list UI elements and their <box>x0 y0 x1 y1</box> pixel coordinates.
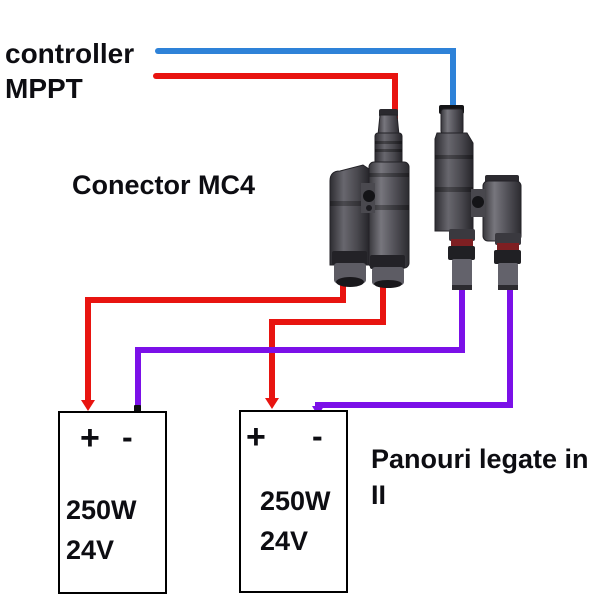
wire-red-panel2-vertical <box>269 319 275 400</box>
wire-red-panel1-horizontal <box>85 297 346 303</box>
wire-purple-panel1-vertical <box>135 347 141 409</box>
parallel-panels-note: Panouri legate in II <box>371 444 589 510</box>
wire-purple-panel2-leg <box>507 287 513 408</box>
mc4-y-connector-left-icon <box>329 109 410 288</box>
controller-label-line1: controller <box>5 38 135 69</box>
wire-controller-red-horizontal <box>153 73 397 79</box>
wire-controller-red-vertical <box>392 73 398 119</box>
wire-red-panel1-vertical <box>85 297 91 402</box>
wire-red-panel1-leg <box>340 277 346 302</box>
panel1-minus-terminal: - <box>122 419 133 455</box>
panel2-voltage-rating: 24V <box>260 526 309 556</box>
panel1-plus-terminal: + <box>80 419 100 457</box>
mc4-y-connector-right-icon <box>434 105 522 290</box>
panel1-minus-junction-dot <box>134 405 141 412</box>
controller-label-line2: MPPT <box>5 73 83 104</box>
panel1-voltage-rating: 24V <box>66 535 115 565</box>
wire-purple-panel1-horizontal <box>135 347 465 353</box>
panel2-minus-terminal: - <box>312 418 323 454</box>
wire-purple-panel1-leg <box>459 287 465 353</box>
solar-panel-2: + - 250W 24V <box>239 410 348 593</box>
wire-controller-blue-vertical <box>450 48 456 112</box>
panel2-power-rating: 250W <box>260 486 331 516</box>
wire-purple-panel2-horizontal <box>315 402 513 408</box>
wire-red-panel2-horizontal <box>269 319 386 325</box>
panel1-power-rating: 250W <box>66 495 137 525</box>
wire-red-panel2-arrowhead <box>265 398 279 409</box>
solar-panel-1: + - 250W 24V <box>58 411 167 594</box>
wire-controller-blue-horizontal <box>155 48 456 54</box>
wire-red-panel1-arrowhead <box>81 400 95 411</box>
mc4-connector-label: Conector MC4 <box>72 170 256 200</box>
wire-red-panel2-leg <box>380 282 386 325</box>
panel2-plus-terminal: + <box>246 418 266 456</box>
